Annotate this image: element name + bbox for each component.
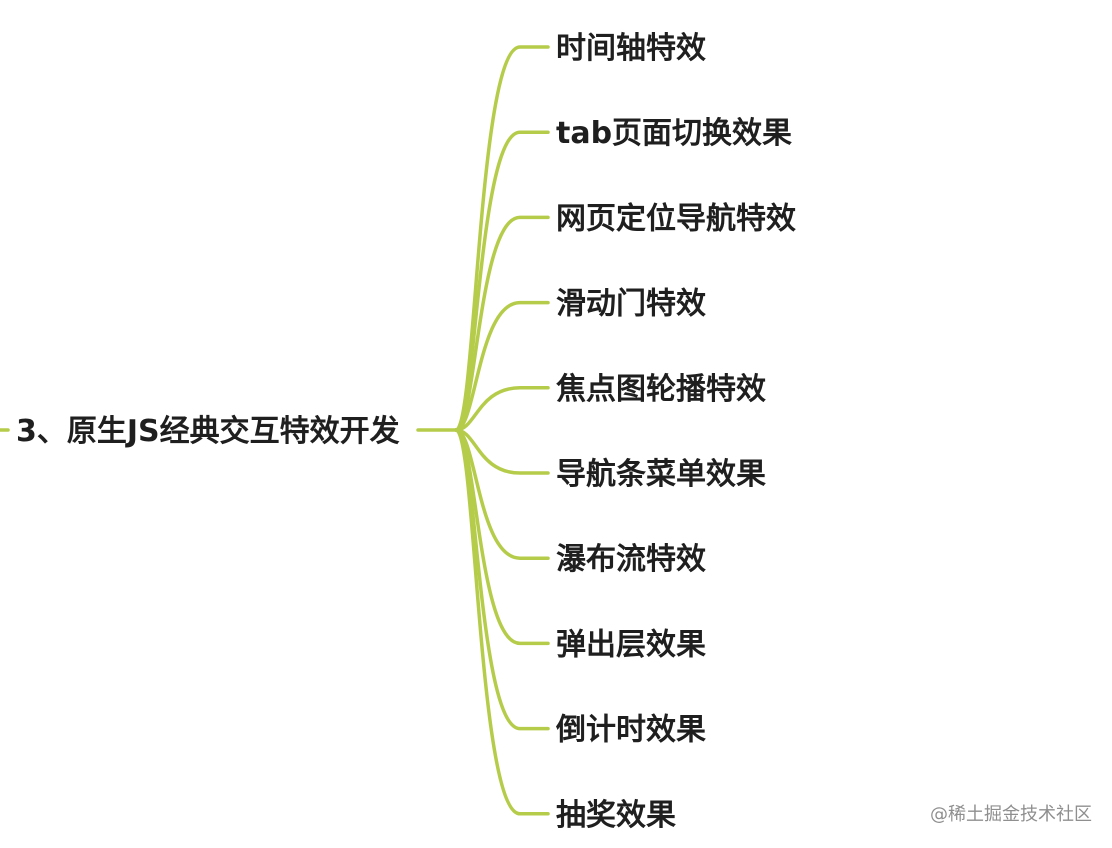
child-node[interactable]: 滑动门特效 [556, 287, 706, 322]
child-node[interactable]: 时间轴特效 [556, 31, 706, 66]
root-node[interactable]: 3、原生JS经典交互特效开发 [0, 414, 458, 449]
branch-connector [454, 428, 550, 475]
child-node-label: tab页面切换效果 [556, 116, 792, 151]
branch-connector [454, 428, 550, 646]
child-node[interactable]: 弹出层效果 [556, 627, 706, 662]
child-node[interactable]: 焦点图轮播特效 [556, 372, 766, 407]
root-node-label: 3、原生JS经典交互特效开发 [16, 414, 400, 449]
branch-connector [454, 215, 550, 432]
branch-connector [454, 428, 550, 816]
child-node-label: 焦点图轮播特效 [556, 372, 766, 407]
branch-connector [454, 386, 550, 432]
branch-connector [454, 428, 550, 731]
child-node[interactable]: 瀑布流特效 [556, 542, 706, 577]
watermark: @稀土掘金技术社区 [930, 804, 1092, 825]
child-node[interactable]: 导航条菜单效果 [556, 457, 766, 492]
child-node-label: 瀑布流特效 [556, 542, 706, 577]
child-node-label: 导航条菜单效果 [556, 457, 766, 492]
child-node[interactable]: 抽奖效果 [556, 798, 676, 833]
child-node-label: 时间轴特效 [556, 31, 706, 66]
child-node[interactable]: 网页定位导航特效 [556, 201, 796, 236]
child-node-label: 网页定位导航特效 [556, 201, 796, 236]
child-node-label: 弹出层效果 [556, 627, 706, 662]
child-node-label: 抽奖效果 [556, 798, 676, 833]
child-node-label: 倒计时效果 [555, 713, 706, 748]
branch-connectors [454, 45, 550, 816]
child-node[interactable]: tab页面切换效果 [556, 116, 792, 151]
child-nodes: 时间轴特效 tab页面切换效果网页定位导航特效滑动门特效焦点图轮播特效导航条菜单效… [555, 31, 796, 833]
child-node[interactable]: 倒计时效果 [555, 713, 706, 748]
branch-connector [454, 300, 550, 432]
child-node-label: 滑动门特效 [556, 287, 706, 322]
